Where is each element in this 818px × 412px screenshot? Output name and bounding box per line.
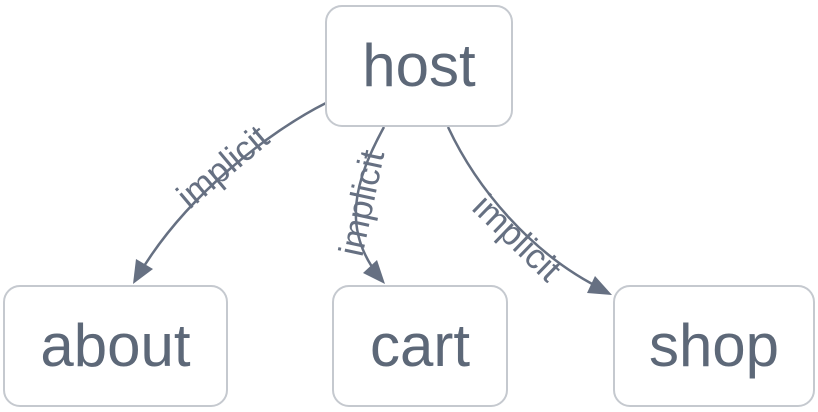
node-cart-label: cart: [369, 312, 471, 379]
arrowhead-host-about-icon: [133, 259, 153, 284]
node-host-label: host: [362, 32, 476, 99]
node-cart: cart: [332, 285, 508, 407]
edge-host-about: [136, 101, 327, 277]
edge-host-shop: [446, 126, 607, 293]
node-about: about: [3, 285, 228, 407]
node-about-label: about: [40, 312, 191, 379]
node-shop-label: shop: [648, 312, 780, 379]
node-host: host: [325, 5, 513, 127]
arrowhead-host-cart-icon: [363, 260, 385, 284]
arrowhead-host-shop-icon: [587, 276, 612, 295]
edge-host-cart: [354, 126, 386, 280]
node-shop: shop: [613, 285, 815, 407]
